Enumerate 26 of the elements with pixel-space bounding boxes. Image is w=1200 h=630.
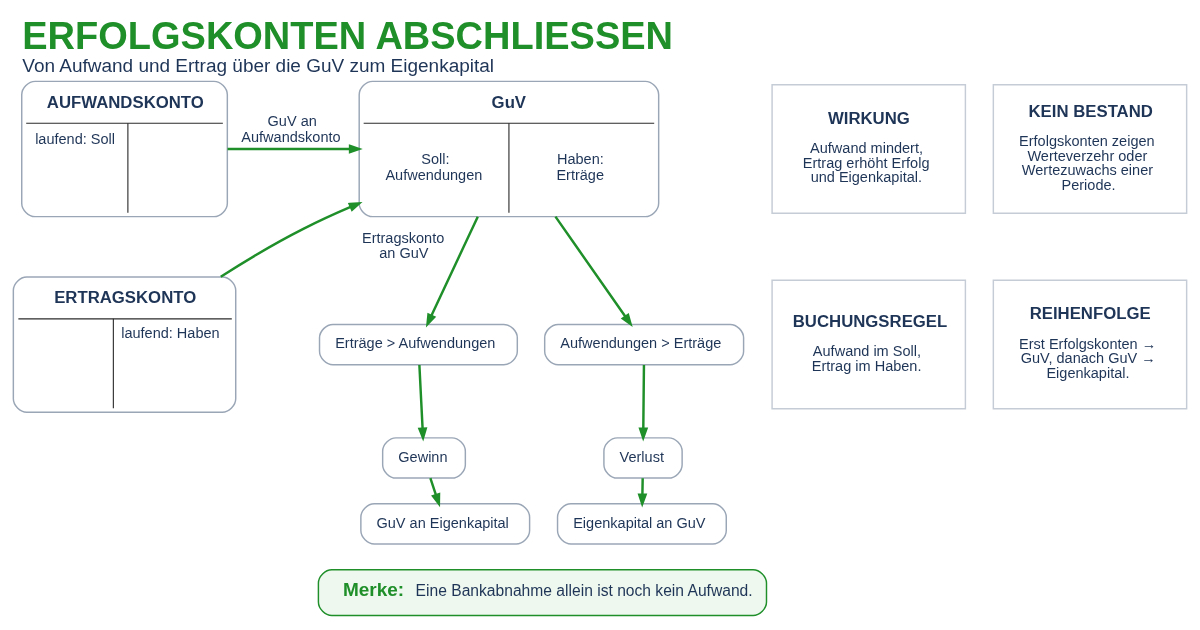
node-box: Merke: Eine Bankabnahme allein ist noch kein Aufwand. <box>317 568 768 616</box>
node-box: ERTRAGSKONTO laufend: Haben <box>12 275 237 413</box>
edge-label: GuV an Aufwandskonto <box>241 112 341 145</box>
arrow <box>417 364 428 441</box>
node-box: REIHENFOLGE Erst Erfolgskonten → GuV, danach GuV → Eigenkapital. <box>992 279 1188 410</box>
node-box: BUCHUNGSREGEL Aufwand im Soll, Ertrag im Haben. <box>771 279 967 410</box>
arrow <box>227 143 363 154</box>
node-box: Erträge > Aufwendungen <box>318 323 519 365</box>
node-box: WIRKUNG Aufwand mindert, Ertrag erhöht Erfolg und Eigenkapital. <box>771 83 967 214</box>
arrow <box>638 364 649 441</box>
caption: Von Aufwand und Ertrag über die GuV zum Eigenkapital <box>22 54 495 76</box>
node-box: Aufwendungen > Erträge <box>543 323 745 365</box>
arrow <box>554 215 633 327</box>
node-box: AUFWANDSKONTO laufend: Soll <box>21 80 229 217</box>
arrow <box>220 201 363 278</box>
node-box: Gewinn <box>381 436 467 479</box>
edge-label: Ertragskonto an GuV <box>361 229 445 261</box>
node-box: KEIN BESTAND Erfolgskonten zeigen Werteverzehr oder Wertezuwachs einer Periode. <box>992 83 1188 214</box>
node-box: GuV Soll: Aufwendungen Haben: Erträge <box>358 80 660 217</box>
diagram-title: ERFOLGSKONTEN ABSCHLIESSEN <box>22 14 674 57</box>
arrow <box>637 477 648 507</box>
node-box: Eigenkapital an GuV <box>556 502 727 545</box>
arrow <box>425 215 479 327</box>
node-box: Verlust <box>603 436 683 479</box>
arrow <box>429 477 441 507</box>
node-box: GuV an Eigenkapital <box>360 502 531 545</box>
